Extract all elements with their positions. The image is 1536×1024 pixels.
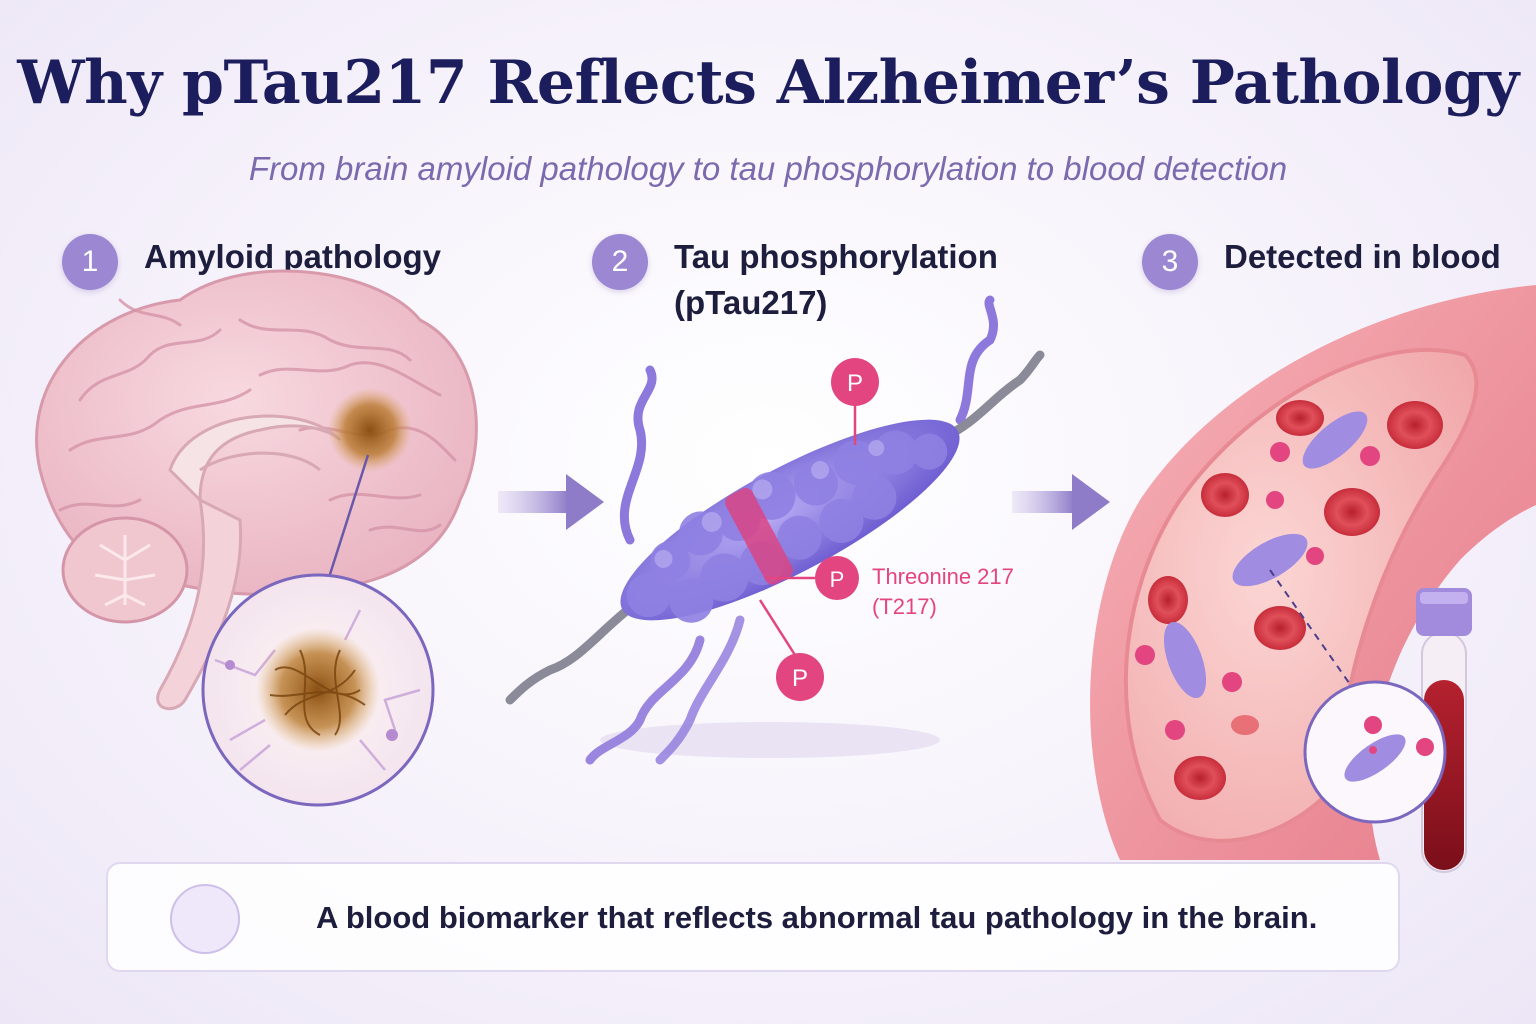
callout-line-2: (T217)	[872, 594, 937, 619]
threonine-217-callout: Threonine 217 (T217)	[872, 562, 1014, 622]
summary-text: A blood biomarker that reflects abnormal…	[316, 900, 1318, 935]
summary-banner: A blood biomarker that reflects abnormal…	[106, 862, 1400, 972]
phosphate-marker-top: P	[831, 358, 879, 406]
page-title: Why pTau217 Reflects Alzheimer’s Patholo…	[17, 48, 1519, 118]
step-2-header: 2 Tau phosphorylation (pTau217)	[592, 234, 1004, 326]
tau-protein-illustration: P P P	[505, 295, 1045, 765]
phosphate-marker-t217: P	[815, 556, 859, 600]
step-3-header: 3 Detected in blood	[1142, 234, 1501, 290]
blood-vessel-illustration	[1090, 285, 1536, 860]
brain-illustration	[35, 269, 478, 807]
blood-tau-zoom	[1303, 680, 1447, 824]
amyloid-plaque-spot	[328, 388, 412, 472]
page-subtitle: From brain amyloid pathology to tau phos…	[248, 150, 1288, 187]
step-1-header: 1 Amyloid pathology	[62, 234, 441, 290]
flow-arrow-1	[498, 474, 604, 530]
brain-icon-badge	[170, 884, 240, 954]
tau-fragments-in-blood	[1135, 411, 1380, 740]
svg-text:P: P	[792, 665, 808, 692]
phosphate-marker-bottom: P	[776, 653, 824, 701]
amyloid-plaque-zoom	[201, 573, 435, 807]
step-1-label: Amyloid pathology	[144, 238, 441, 275]
step-3-number: 3	[1142, 234, 1198, 290]
svg-text:P: P	[830, 567, 845, 592]
callout-line-1: Threonine 217	[872, 564, 1014, 589]
blood-zoom-connector	[1269, 569, 1376, 721]
step-3-label: Detected in blood	[1224, 238, 1501, 275]
step-2-number: 2	[592, 234, 648, 290]
step-2-label: Tau phosphorylation (pTau217)	[674, 238, 998, 321]
red-blood-cells	[1148, 400, 1443, 800]
svg-text:P: P	[847, 370, 863, 397]
flow-arrow-2	[1012, 474, 1110, 530]
t217-site-band	[725, 488, 793, 585]
step-1-number: 1	[62, 234, 118, 290]
